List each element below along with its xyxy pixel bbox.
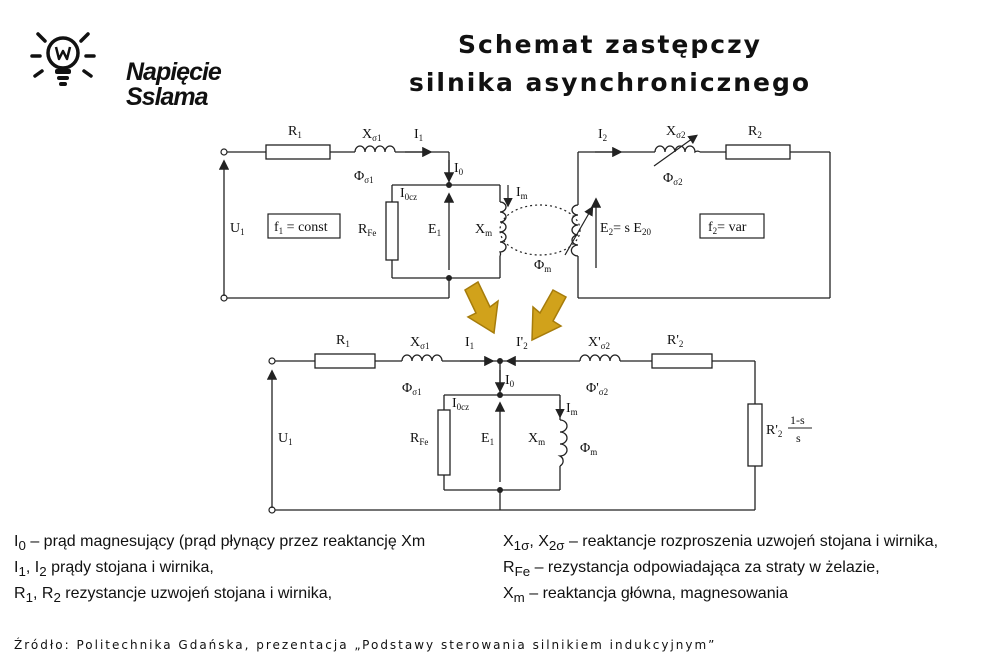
node <box>446 182 452 188</box>
label-xm: Xm <box>528 431 545 447</box>
label-r-load: R'2 <box>766 423 782 439</box>
transform-arrow-right <box>531 288 568 342</box>
rotor-circuit <box>577 151 831 299</box>
inductor-x-sigma1 <box>401 354 443 362</box>
legend-x-sigma: X1σ, X2σ – reaktancje rozproszenia uzwoj… <box>503 533 939 554</box>
node <box>497 358 503 364</box>
resistor-rfe <box>437 409 451 476</box>
label-i0: I0 <box>505 373 515 389</box>
inductor-xm <box>557 419 568 467</box>
label-im: Im <box>516 185 528 201</box>
label-e1: E1 <box>428 222 441 238</box>
inductor-xm <box>498 201 507 257</box>
label-i0cz: I0cz <box>400 186 417 202</box>
label-phi-m: Φm <box>534 258 551 274</box>
title-line1: Schemat zastępczy <box>458 30 762 59</box>
resistor-r1 <box>265 144 331 160</box>
inductor-x-sigma2 <box>654 145 701 154</box>
legend-i1-i2: I1, I2 prądy stojana i wirnika, <box>14 559 214 580</box>
label-phi-sigma2: Φσ2 <box>663 171 683 187</box>
brand-logo: Napięcie Sslama <box>30 26 222 110</box>
resistor-r2 <box>725 144 791 160</box>
label-phi-sigma2p: Φ'σ2 <box>586 381 608 397</box>
inductor-x-sigma2p <box>579 354 621 362</box>
resistor-load <box>747 403 763 467</box>
page-title: Schemat zastępczy silnika asynchroniczne… <box>330 26 890 102</box>
label-e2: E2= s E20 <box>600 221 651 237</box>
variable-arrow <box>653 134 698 167</box>
label-e1: E1 <box>481 431 494 447</box>
node <box>497 392 503 398</box>
resistor-rfe <box>385 201 399 261</box>
label-phi-sigma1: Φσ1 <box>402 381 422 397</box>
legend-left: I0 – prąd magnesujący (prąd płynący prze… <box>14 531 425 610</box>
label-u1: U1 <box>230 221 245 237</box>
label-fraction-denominator: s <box>796 431 801 445</box>
terminal <box>268 357 276 365</box>
resistor-r1 <box>314 353 376 369</box>
label-rfe: RFe <box>410 431 428 447</box>
title-line2: silnika asynchronicznego <box>408 68 812 97</box>
legend-xm: Xm – reaktancja główna, magnesowania <box>503 585 789 606</box>
label-i0cz: I0cz <box>452 396 469 412</box>
legend-right: X1σ, X2σ – reaktancje rozproszenia uzwoj… <box>503 531 938 610</box>
inductor-x-sigma1 <box>354 145 396 153</box>
label-rfe: RFe <box>358 222 376 238</box>
label-r2: R2 <box>748 124 762 140</box>
terminal <box>220 148 228 156</box>
legend-r1-r2: R1, R2 rezystancje uzwojeń stojana i wir… <box>14 585 333 606</box>
label-i0: I0 <box>454 161 464 177</box>
label-u1: U1 <box>278 431 293 447</box>
variable-arrow <box>564 205 594 256</box>
label-phi-sigma1: Φσ1 <box>354 169 374 185</box>
legend-i0: I0 – prąd magnesujący (prąd płynący prze… <box>14 533 426 554</box>
node <box>497 487 503 493</box>
rotor-inductor <box>570 204 579 257</box>
label-r2p: R'2 <box>667 333 683 349</box>
brand-name: Napięcie Sslama <box>126 58 222 111</box>
label-x-sigma1: Xσ1 <box>410 335 429 351</box>
f2-box <box>699 213 765 239</box>
label-phi-m: Φm <box>580 441 597 457</box>
brand-line2: Sslama <box>126 83 209 111</box>
brand-line1: Napięcie <box>126 58 222 86</box>
flux-phi-m <box>499 204 581 256</box>
label-x-sigma1: Xσ1 <box>362 127 381 143</box>
node <box>446 275 452 281</box>
label-xm: Xm <box>475 222 492 238</box>
label-fraction-numerator: 1-s <box>790 413 805 427</box>
label-x-sigma2: Xσ2 <box>666 124 685 140</box>
label-i1: I1 <box>414 127 423 143</box>
label-f2: f2= var <box>708 220 747 236</box>
resistor-r2p <box>651 353 713 369</box>
label-i2: I2 <box>598 127 607 143</box>
transform-arrow-left <box>464 280 499 335</box>
label-f1: f1 = const <box>274 220 328 236</box>
label-i2p: I'2 <box>516 335 528 351</box>
label-x-sigma2p: X'σ2 <box>588 335 610 351</box>
label-im: Im <box>566 401 578 417</box>
label-r1: R1 <box>288 124 302 140</box>
source-footer: Źródło: Politechnika Gdańska, prezentacj… <box>14 638 717 652</box>
lightbulb-icon <box>30 32 96 86</box>
label-r1: R1 <box>336 333 350 349</box>
label-i1: I1 <box>465 335 474 351</box>
f1-box <box>267 213 341 239</box>
legend-rfe: RFe – rezystancja odpowiadająca za strat… <box>503 559 880 580</box>
